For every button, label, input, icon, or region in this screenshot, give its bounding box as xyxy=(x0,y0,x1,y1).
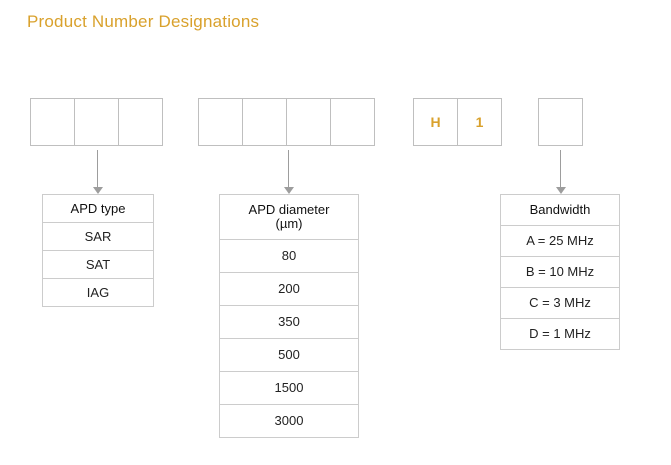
code-cell xyxy=(198,98,243,146)
bandwidth-value: B = 10 MHz xyxy=(500,256,620,288)
apd-type-table: APD type SAR SAT IAG xyxy=(42,194,154,307)
fixed-code-row: H 1 xyxy=(413,98,502,146)
bandwidth-header: Bandwidth xyxy=(500,194,620,226)
table-row: 200 xyxy=(219,272,359,306)
apd-diameter-header: APD diameter (µm) xyxy=(219,194,359,240)
apd-diameter-value: 500 xyxy=(219,338,359,372)
apd-diameter-value: 350 xyxy=(219,305,359,339)
apd-type-code-row xyxy=(30,98,163,146)
apd-type-value: SAT xyxy=(42,250,154,279)
table-row: SAT xyxy=(42,250,154,279)
code-cell-1: 1 xyxy=(457,98,502,146)
table-row: B = 10 MHz xyxy=(500,256,620,288)
code-cell xyxy=(286,98,331,146)
apd-diameter-header-line1: APD diameter xyxy=(248,202,330,217)
bandwidth-code-row xyxy=(538,98,583,146)
table-row: 500 xyxy=(219,338,359,372)
apd-type-value: SAR xyxy=(42,222,154,251)
apd-diameter-value: 80 xyxy=(219,239,359,273)
apd-diameter-value: 1500 xyxy=(219,371,359,405)
bandwidth-value: A = 25 MHz xyxy=(500,225,620,257)
arrow-apd-type xyxy=(92,150,104,194)
table-row: D = 1 MHz xyxy=(500,318,620,350)
apd-diameter-value: 200 xyxy=(219,272,359,306)
table-row: SAR xyxy=(42,222,154,251)
apd-diameter-value: 3000 xyxy=(219,404,359,438)
table-row: 1500 xyxy=(219,371,359,405)
code-cell xyxy=(538,98,583,146)
bandwidth-value: C = 3 MHz xyxy=(500,287,620,319)
apd-type-value: IAG xyxy=(42,278,154,307)
apd-diameter-header-units: (µm) xyxy=(275,216,303,231)
page-title: Product Number Designations xyxy=(27,12,260,31)
table-row: Bandwidth xyxy=(500,194,620,226)
code-cell-h: H xyxy=(413,98,458,146)
code-cell xyxy=(74,98,119,146)
arrow-bandwidth xyxy=(555,150,567,194)
table-row: APD diameter (µm) xyxy=(219,194,359,240)
code-cell xyxy=(118,98,163,146)
table-row: 80 xyxy=(219,239,359,273)
code-cell xyxy=(242,98,287,146)
table-row: 350 xyxy=(219,305,359,339)
code-cell xyxy=(330,98,375,146)
arrow-apd-diameter xyxy=(283,150,295,194)
bandwidth-value: D = 1 MHz xyxy=(500,318,620,350)
apd-diameter-code-row xyxy=(198,98,375,146)
table-row: 3000 xyxy=(219,404,359,438)
bandwidth-table: Bandwidth A = 25 MHz B = 10 MHz C = 3 MH… xyxy=(500,194,620,350)
table-row: IAG xyxy=(42,278,154,307)
table-row: A = 25 MHz xyxy=(500,225,620,257)
table-row: APD type xyxy=(42,194,154,223)
apd-type-header: APD type xyxy=(42,194,154,223)
code-cell xyxy=(30,98,75,146)
apd-diameter-table: APD diameter (µm) 80 200 350 500 1500 30… xyxy=(219,194,359,438)
table-row: C = 3 MHz xyxy=(500,287,620,319)
